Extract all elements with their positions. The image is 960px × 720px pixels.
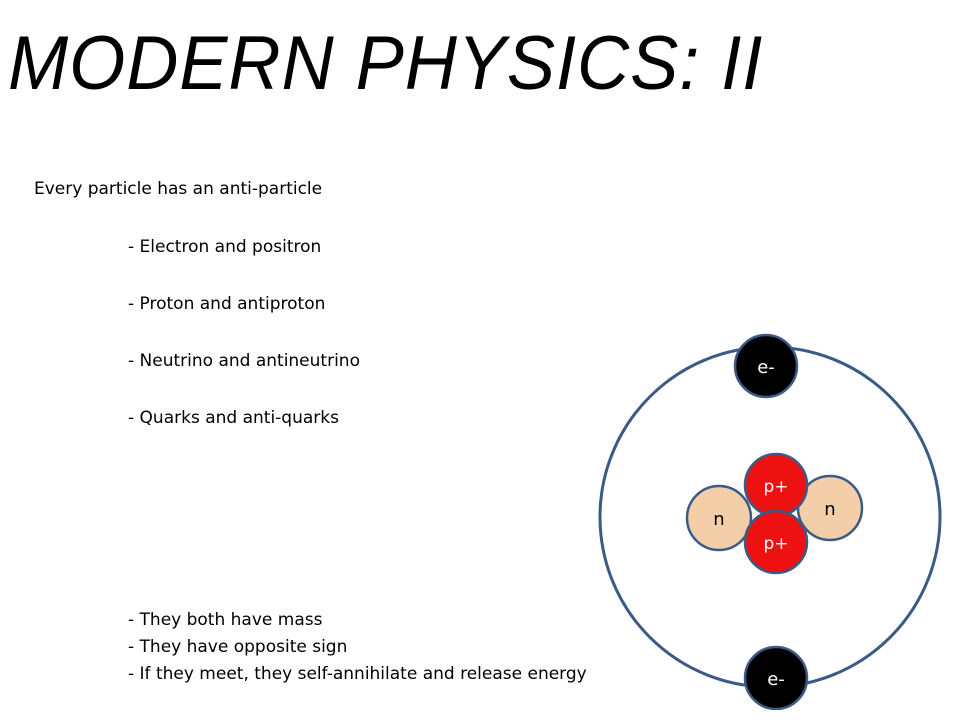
pair-neutrino-antineutrino: - Neutrino and antineutrino xyxy=(128,351,360,371)
particle-pairs-list: - Electron and positron - Proton and ant… xyxy=(128,236,360,464)
property-mass: - They both have mass xyxy=(128,610,323,630)
electron-bottom: e- xyxy=(743,645,809,710)
neutron-left-label: n xyxy=(713,509,724,530)
proton-top-label: p+ xyxy=(763,477,788,497)
neutron-left: n xyxy=(685,484,753,552)
pair-electron-positron: - Electron and positron xyxy=(128,237,322,257)
proton-bottom: p+ xyxy=(743,509,809,575)
electron-bottom-label: e- xyxy=(767,669,785,690)
proton-bottom-label: p+ xyxy=(763,534,788,554)
slide-title: MODERN PHYSICS: II xyxy=(8,21,764,106)
atom-diagram: n n p+ p+ e- e- xyxy=(598,333,942,710)
properties-list: - They both have mass - They have opposi… xyxy=(128,609,587,690)
property-annihilate: - If they meet, they self-annihilate and… xyxy=(128,664,587,684)
neutron-right-label: n xyxy=(824,499,835,520)
intro-text: Every particle has an anti-particle xyxy=(34,179,323,199)
electron-top-label: e- xyxy=(757,357,775,378)
pair-quarks-antiquarks: - Quarks and anti-quarks xyxy=(128,408,339,428)
property-opposite-sign: - They have opposite sign xyxy=(128,637,348,657)
pair-proton-antiproton: - Proton and antiproton xyxy=(128,294,326,314)
proton-top: p+ xyxy=(743,452,809,518)
electron-top: e- xyxy=(733,333,799,399)
